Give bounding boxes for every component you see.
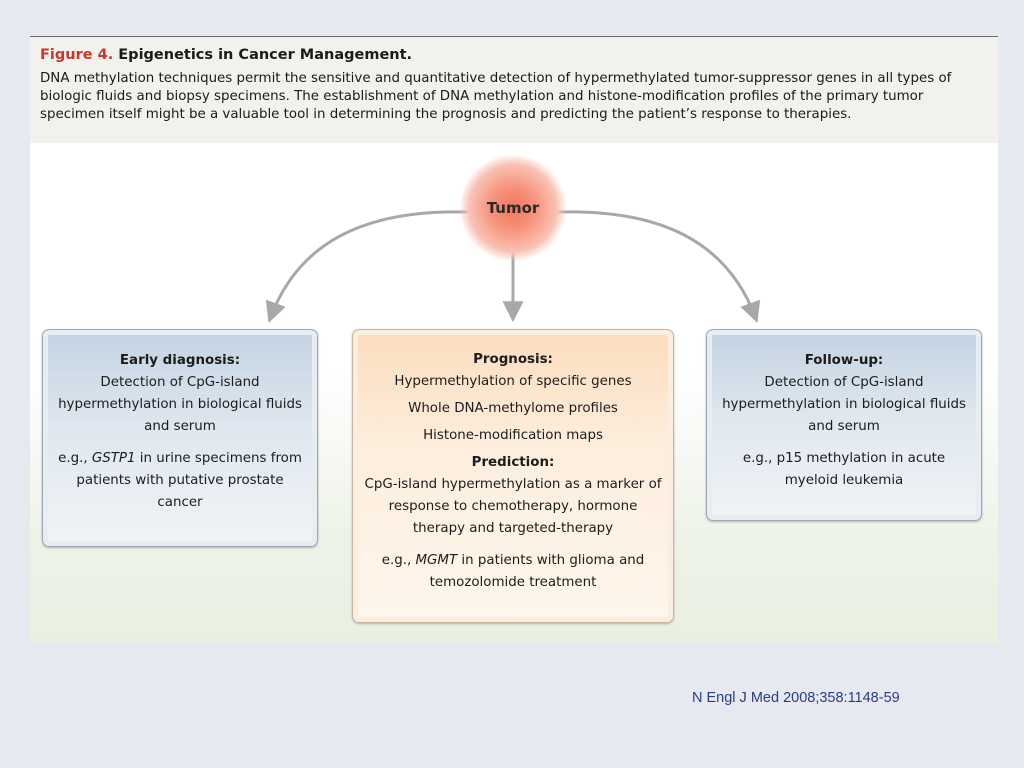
tumor-node-label: Tumor (486, 199, 540, 217)
example-prefix: e.g., (58, 451, 92, 466)
caption-text: DNA methylation techniques permit the se… (40, 71, 952, 122)
prognosis-item: Whole DNA-methylome profiles (408, 401, 618, 416)
follow-up-box: Follow-up: Detection of CpG-island hyper… (706, 329, 982, 521)
caption-title-line: Figure 4. Epigenetics in Cancer Manageme… (40, 47, 988, 63)
follow-up-heading: Follow-up: (804, 353, 884, 368)
early-diagnosis-box: Early diagnosis: Detection of CpG-island… (42, 329, 318, 547)
early-diagnosis-heading: Early diagnosis: (119, 353, 241, 368)
early-diagnosis-example: e.g., GSTP1 in urine specimens from pati… (57, 448, 303, 514)
arrow-to-early-diagnosis (265, 210, 469, 323)
prognosis-item: Hypermethylation of specific genes (394, 374, 632, 389)
gene-mgmt: MGMT (415, 553, 458, 568)
prediction-example: e.g., MGMT in patients with glioma and t… (363, 550, 663, 594)
follow-up-detection: Detection of CpG-island hypermethylation… (722, 375, 966, 434)
prediction-text: CpG-island hypermethylation as a marker … (364, 477, 662, 536)
spacer (721, 438, 967, 448)
figure-panel: Figure 4. Epigenetics in Cancer Manageme… (30, 36, 998, 644)
figure-title: Epigenetics in Cancer Management. (118, 47, 413, 63)
citation: N Engl J Med 2008;358:1148-59 (692, 690, 900, 706)
example-suffix: in patients with glioma and temozolomide… (429, 553, 645, 590)
arrow-to-follow-up (557, 210, 761, 323)
example-prefix: e.g., (381, 553, 416, 568)
prognosis-prediction-box: Prognosis: Hypermethylation of specific … (352, 329, 674, 623)
figure-label: Figure 4. (40, 47, 114, 63)
gene-gstp1: GSTP1 (91, 451, 136, 466)
follow-up-example: e.g., p15 methylation in acute myeloid l… (742, 451, 946, 488)
spacer (363, 540, 663, 550)
prediction-heading: Prediction: (471, 455, 555, 470)
prognosis-heading: Prognosis: (473, 352, 553, 367)
prognosis-item: Histone-modification maps (423, 428, 603, 443)
spacer (57, 438, 303, 448)
tumor-node-glow (460, 155, 566, 261)
early-diagnosis-detection: Detection of CpG-island hypermethylation… (58, 375, 302, 434)
figure-caption: Figure 4. Epigenetics in Cancer Manageme… (30, 37, 998, 143)
example-suffix: in urine specimens from patients with pu… (76, 451, 302, 510)
